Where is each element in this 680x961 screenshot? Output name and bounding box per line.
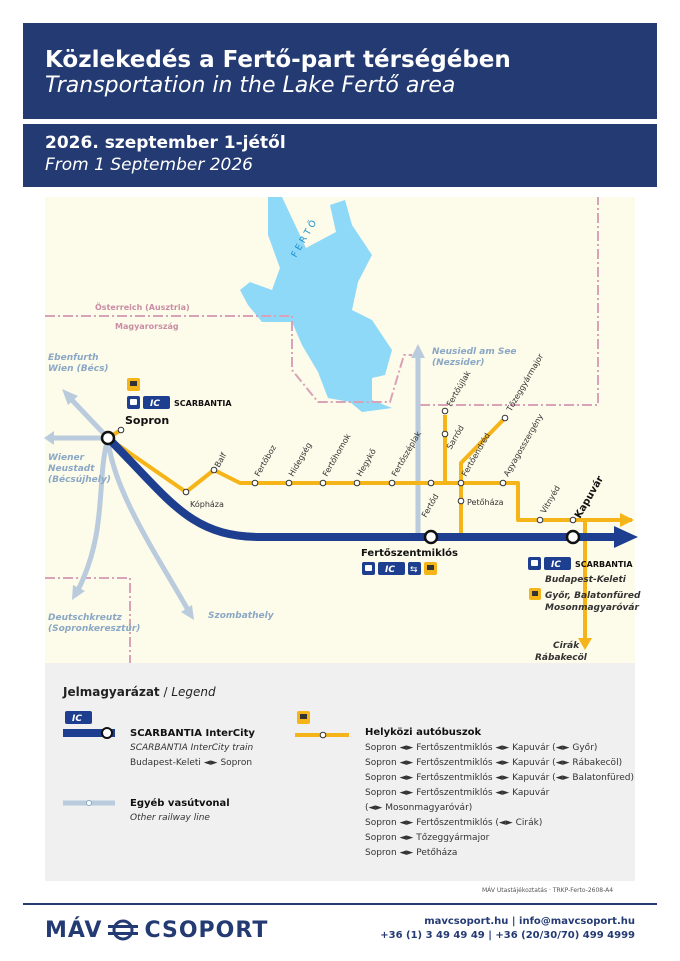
logo-text-left: MÁV [45, 917, 103, 943]
dir-neusiedl-1: Neusiedl am See [432, 347, 517, 357]
legend-bus-name: Helyközi autóbuszok [365, 727, 482, 738]
dir-mosonmagyarovar: Mosonmagyaróvár [545, 602, 639, 613]
kapuvar-bus-icon [529, 588, 541, 600]
kapuvar-ic-icon: IC [544, 557, 571, 570]
svg-text:⇆: ⇆ [410, 565, 418, 575]
station-fertoszentmiklos [423, 529, 439, 545]
legend-ic-name: SCARBANTIA InterCity [130, 728, 255, 739]
dir-cirak: Cirák [553, 641, 580, 651]
contact-phone: +36 (1) 3 49 49 49 | +36 (20/30/70) 499 … [380, 930, 635, 941]
arrow-wiener [44, 431, 54, 445]
border-label-austria: Österreich (Ausztria) [95, 302, 190, 312]
date-banner: 2026. szeptember 1-jétől From 1 Septembe… [23, 124, 657, 187]
country-border [45, 197, 599, 663]
legend-bus-route: Sopron ◄► Fertőszentmiklós (◄► Cirák) [365, 818, 543, 828]
footnote: MÁV Utastájékoztatás · TRKP-Ferto-2608-A… [482, 887, 614, 894]
legend-bus-route: Sopron ◄► Tőzeggyármajor [365, 833, 490, 843]
arrow-szombathely [181, 605, 194, 620]
dir-neusiedl-2: (Nezsider) [432, 358, 485, 368]
legend-bus-route: Sopron ◄► Fertőszentmiklós ◄► Kapuvár (◄… [365, 758, 623, 768]
lake-ferto [240, 197, 392, 412]
fsz-bus-icon [424, 562, 437, 575]
page-subtitle: Transportation in the Lake Fertő area [45, 73, 456, 98]
legend-bus-symbol [295, 711, 349, 739]
dir-ebenfurth-1: Ebenfurth [48, 353, 99, 363]
dir-budapest: Budapest-Keleti [545, 575, 627, 585]
bus-stops [117, 407, 577, 524]
contact-info: mavcsoport.hu | info@mavcsoport.hu +36 (… [380, 915, 635, 943]
fsz-ic-text: IC [385, 565, 395, 575]
stop-kophaza: Kópháza [190, 499, 224, 509]
legend-ic-name-en: SCARBANTIA InterCity train [130, 743, 254, 753]
sopron-train-icon [127, 396, 140, 409]
legend-other-name-en: Other railway line [130, 813, 210, 823]
page-title: Közlekedés a Fertő-part térségében [45, 47, 511, 73]
legend-other-symbol [63, 800, 115, 806]
arrow-ic-budapest [614, 526, 638, 548]
sopron-ic-text: IC [150, 399, 160, 409]
border-label-hungary: Magyarország [115, 322, 179, 331]
arrow-deutschkreutz [72, 585, 85, 600]
station-sopron [100, 430, 116, 446]
hub-label-fertoszentmiklos: Fertőszentmiklós [361, 547, 458, 559]
fsz-train-icon [362, 562, 375, 575]
contact-web-email[interactable]: mavcsoport.hu | info@mavcsoport.hu [424, 916, 635, 927]
legend-bus-route: Sopron ◄► Petőháza [365, 848, 458, 858]
legend-ic-text: IC [72, 714, 82, 724]
legend-bus-route: Sopron ◄► Fertőszentmiklós ◄► Kapuvár [365, 788, 550, 798]
arrow-neusiedl [411, 344, 425, 358]
dir-deutschkreutz-2: (Sopronkeresztúr) [48, 624, 140, 634]
dir-wiener-3: (Bécsújhely) [48, 474, 111, 485]
dir-deutschkreutz-1: Deutschkreutz [48, 613, 123, 623]
other-railway-lines [52, 356, 421, 612]
dir-wiener-2: Neustadt [48, 464, 95, 474]
sopron-scarbantia: SCARBANTIA [174, 399, 232, 408]
station-kapuvar [565, 529, 581, 545]
arrow-ebenfurth [62, 389, 78, 405]
logo-mark-icon [108, 919, 139, 941]
dir-rabakecol: Rábakecöl [535, 653, 588, 663]
legend-bus-route: Sopron ◄► Fertőszentmiklós ◄► Kapuvár (◄… [365, 773, 634, 783]
footer-rule [23, 903, 657, 905]
header-banner: Közlekedés a Fertő-part térségében Trans… [23, 23, 657, 119]
mav-logo: MÁV CSOPORT [45, 916, 268, 944]
ic-line [104, 434, 624, 541]
legend-bus-route: Sopron ◄► Fertőszentmiklós ◄► Kapuvár (◄… [365, 743, 598, 753]
stop-petohaza: Petőháza [467, 498, 504, 507]
arrow-bus-gyor [620, 513, 634, 527]
legend-title-en: Legend [171, 685, 216, 699]
legend-title-hu: Jelmagyarázat [63, 685, 160, 699]
hub-label-sopron: Sopron [125, 414, 169, 427]
dir-ebenfurth-2: Wien (Bécs) [48, 363, 109, 374]
legend-other-name: Egyéb vasútvonal [130, 798, 230, 809]
dir-wiener-1: Wiener [48, 453, 85, 463]
arrow-bus-cirak [578, 638, 592, 650]
fsz-transfer-icon: ⇆ [408, 562, 421, 575]
kapuvar-ic-text: IC [551, 560, 561, 570]
fsz-ic-icon: IC [378, 562, 405, 575]
kapuvar-scarbantia: SCARBANTIA [575, 560, 633, 569]
sopron-bus-icon [127, 378, 140, 391]
date-title: 2026. szeptember 1-jétől [45, 133, 286, 153]
sopron-ic-icon: IC [143, 396, 170, 409]
legend-bus-route: (◄► Mosonmagyaróvár) [365, 803, 473, 813]
legend-ic-route: Budapest-Keleti ◄► Sopron [130, 758, 253, 768]
dir-gyor: Győr, Balatonfüred [545, 591, 641, 601]
legend-panel: Jelmagyarázat / Legend IC SCARBANTIA Int… [45, 663, 635, 881]
dir-szombathely: Szombathely [208, 611, 275, 621]
legend-title: Jelmagyarázat / Legend [63, 685, 216, 699]
logo-text-right: CSOPORT [144, 917, 269, 943]
kapuvar-train-icon [528, 557, 541, 570]
date-subtitle: From 1 September 2026 [45, 155, 253, 175]
legend-ic-symbol: IC [63, 711, 115, 739]
